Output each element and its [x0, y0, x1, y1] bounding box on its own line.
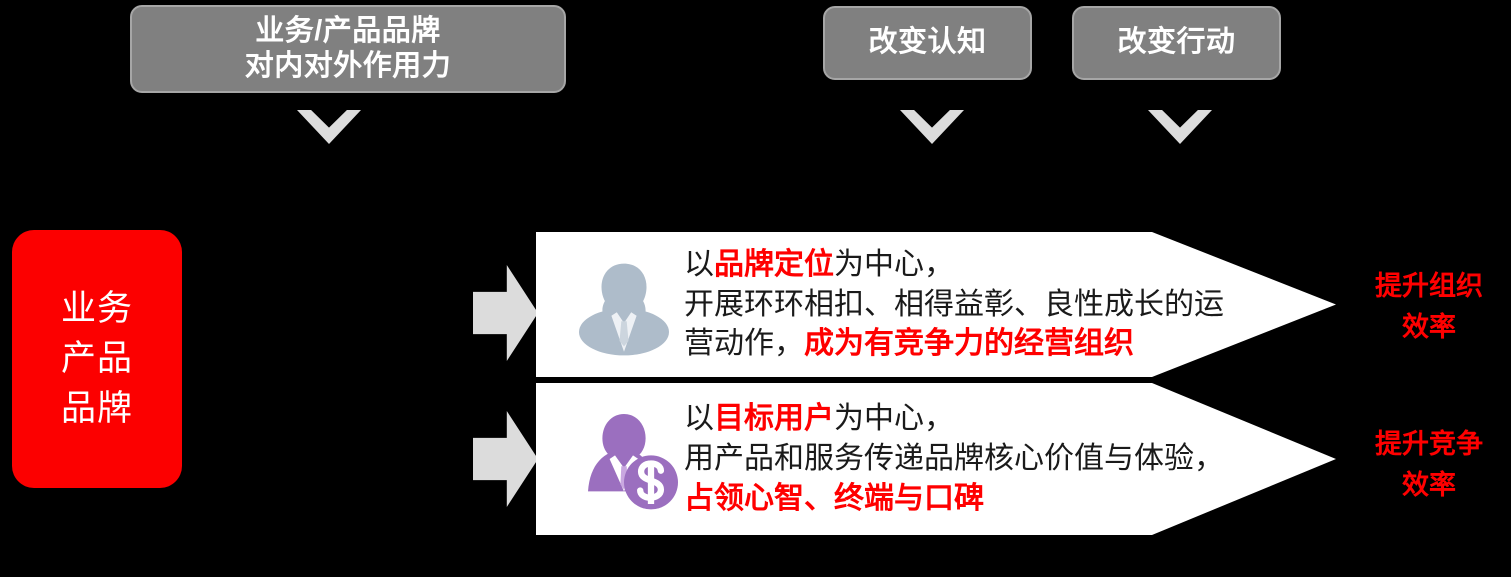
- content-row-customer: 以目标用户为中心， 用产品和服务传递品牌核心价值与体验， 占领心智、终端与口碑: [536, 383, 1336, 535]
- core-brand-line-3: 品牌: [60, 388, 133, 428]
- row-customer-text: 以目标用户为中心， 用产品和服务传递品牌核心价值与体验， 占领心智、终端与口碑: [684, 399, 1336, 519]
- top-box-change-action-label: 改变行动: [1117, 26, 1236, 59]
- outcome-competition-line-1: 提升竞争: [1375, 429, 1483, 459]
- row-organization-l3-highlight: 成为有竞争力的经营组织: [804, 327, 1134, 361]
- row-customer-l1-highlight: 目标用户: [714, 402, 834, 436]
- chevron-down-icon-brand-force: [297, 110, 361, 144]
- top-box-brand-force-line-1: 业务/产品品牌: [255, 14, 441, 47]
- outcome-competition-line-2: 效率: [1402, 469, 1456, 500]
- row-customer-l1-s1: 以: [684, 402, 714, 436]
- arrow-right-icon-row-1: [473, 265, 538, 361]
- outcome-label-organization: 提升组织 效率: [1349, 266, 1509, 347]
- arrow-right-icon-row-2: [473, 411, 538, 507]
- outcome-label-competition: 提升竞争 效率: [1349, 424, 1509, 505]
- row-organization-line-3: 营动作，成为有竞争力的经营组织: [684, 324, 1328, 364]
- row-customer-l2-s1: 用产品和服务传递品牌核心价值与体验，: [684, 442, 1224, 476]
- row-organization-l1-s3: 为中心，: [834, 247, 954, 281]
- core-brand-box: 业务 产品 品牌: [12, 230, 182, 488]
- row-customer-line-2: 用产品和服务传递品牌核心价值与体验，: [684, 439, 1328, 479]
- content-row-organization: 以品牌定位为中心， 开展环环相扣、相得益彰、良性成长的运 营动作，成为有竞争力的…: [536, 232, 1336, 377]
- row-organization-l3-s1: 营动作，: [684, 327, 804, 361]
- outcome-organization-line-2: 效率: [1402, 311, 1456, 342]
- chevron-down-icon-change-cognition: [900, 110, 964, 144]
- row-organization-line-2: 开展环环相扣、相得益彰、良性成长的运: [684, 285, 1328, 325]
- row-organization-text: 以品牌定位为中心， 开展环环相扣、相得益彰、良性成长的运 营动作，成为有竞争力的…: [684, 245, 1336, 365]
- chevron-down-icon-change-action: [1148, 110, 1212, 144]
- row-organization-l2-s1: 开展环环相扣、相得益彰、良性成长的运: [684, 287, 1224, 321]
- row-organization-l1-s1: 以: [684, 247, 714, 281]
- row-organization-line-1: 以品牌定位为中心，: [684, 245, 1328, 285]
- core-brand-line-1: 业务: [60, 289, 133, 329]
- person-icon: [564, 251, 684, 359]
- row-customer-line-1: 以目标用户为中心，: [684, 399, 1328, 439]
- top-box-change-cognition-label: 改变认知: [868, 26, 987, 59]
- top-box-brand-force-line-2: 对内对外作用力: [244, 50, 452, 82]
- top-box-brand-force: 业务/产品品牌 对内对外作用力: [130, 5, 566, 93]
- row-organization-l1-highlight: 品牌定位: [714, 247, 834, 281]
- top-box-change-cognition: 改变认知: [823, 6, 1032, 80]
- outcome-organization-line-1: 提升组织: [1375, 271, 1483, 301]
- row-customer-l1-s3: 为中心，: [834, 402, 954, 436]
- core-brand-line-2: 产品: [60, 339, 133, 379]
- row-customer-l3-highlight: 占领心智、终端与口碑: [684, 481, 984, 515]
- person-money-icon: [564, 405, 684, 513]
- row-customer-line-3: 占领心智、终端与口碑: [684, 479, 1328, 519]
- top-box-change-action: 改变行动: [1072, 6, 1281, 80]
